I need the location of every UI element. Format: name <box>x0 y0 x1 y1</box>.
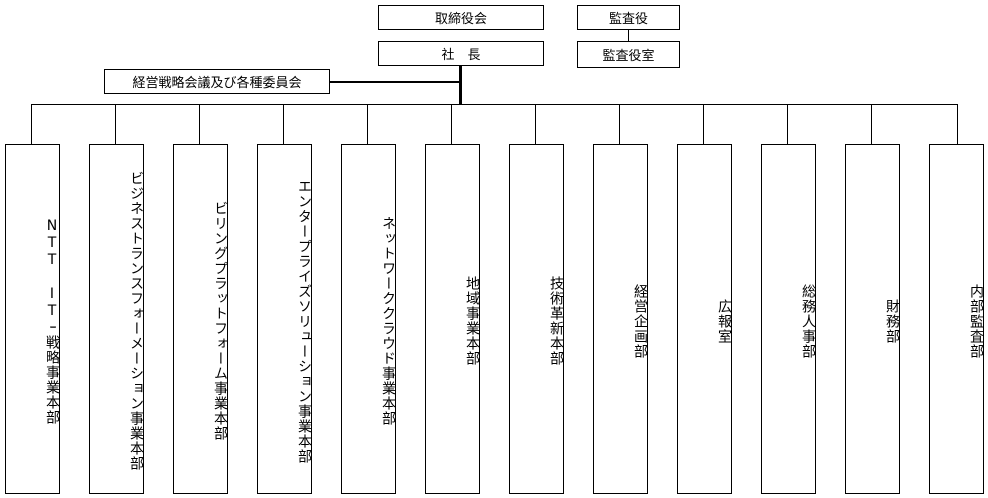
president-box: 社 長 <box>378 41 544 66</box>
division-box: エンタープライズソリューション事業本部 <box>257 144 312 494</box>
division-label: ビジネストランスフォーメーション事業本部 <box>128 171 144 471</box>
division-bus-line <box>31 104 958 105</box>
division-drop-line <box>199 104 200 144</box>
division-box: 技術革新本部 <box>509 144 564 494</box>
president-trunk-line <box>459 66 462 105</box>
division-box: ビリングプラットフォーム事業本部 <box>173 144 228 494</box>
division-label: 内部監査部 <box>968 283 984 359</box>
division-box: ビジネストランスフォーメーション事業本部 <box>89 144 144 494</box>
division-drop-line <box>619 104 620 144</box>
division-box: 内部監査部 <box>929 144 984 494</box>
division-drop-line <box>703 104 704 144</box>
auditors-office-box: 監査役室 <box>577 41 680 68</box>
division-label: 財務部 <box>884 298 900 344</box>
division-label: 広報室 <box>716 298 732 344</box>
division-label: NTT ITｰ戦略事業本部 <box>44 217 60 425</box>
division-drop-line <box>957 104 958 144</box>
president-label: 社 長 <box>441 48 481 63</box>
committee-connector <box>330 81 460 83</box>
division-label: 技術革新本部 <box>548 276 564 366</box>
division-label: エンタープライズソリューション事業本部 <box>296 178 312 464</box>
auditor-connector <box>628 30 629 41</box>
division-label: 経営企画部 <box>632 283 648 359</box>
division-drop-line <box>787 104 788 144</box>
board-label: 取締役会 <box>434 12 487 27</box>
committee-label: 経営戦略会議及び各種委員会 <box>132 76 302 91</box>
division-drop-line <box>451 104 452 144</box>
division-box: 広報室 <box>677 144 732 494</box>
division-box: 経営企画部 <box>593 144 648 494</box>
division-drop-line <box>871 104 872 144</box>
division-label: 総務人事部 <box>800 283 816 359</box>
division-label: ネットワーククラウド事業本部 <box>380 216 396 426</box>
division-drop-line <box>367 104 368 144</box>
division-box: ネットワーククラウド事業本部 <box>341 144 396 494</box>
board-box: 取締役会 <box>378 5 544 30</box>
division-label: ビリングプラットフォーム事業本部 <box>212 201 228 441</box>
division-box: 総務人事部 <box>761 144 816 494</box>
auditors-office-label: 監査役室 <box>602 49 655 64</box>
division-drop-line <box>535 104 536 144</box>
auditors-label: 監査役 <box>608 12 648 27</box>
committee-box: 経営戦略会議及び各種委員会 <box>104 69 330 94</box>
division-label: 地域事業本部 <box>464 276 480 366</box>
division-drop-line <box>115 104 116 144</box>
division-drop-line <box>283 104 284 144</box>
division-box: NTT ITｰ戦略事業本部 <box>5 144 60 494</box>
division-drop-line <box>31 104 32 144</box>
division-box: 財務部 <box>845 144 900 494</box>
auditors-box: 監査役 <box>577 5 680 30</box>
division-box: 地域事業本部 <box>425 144 480 494</box>
